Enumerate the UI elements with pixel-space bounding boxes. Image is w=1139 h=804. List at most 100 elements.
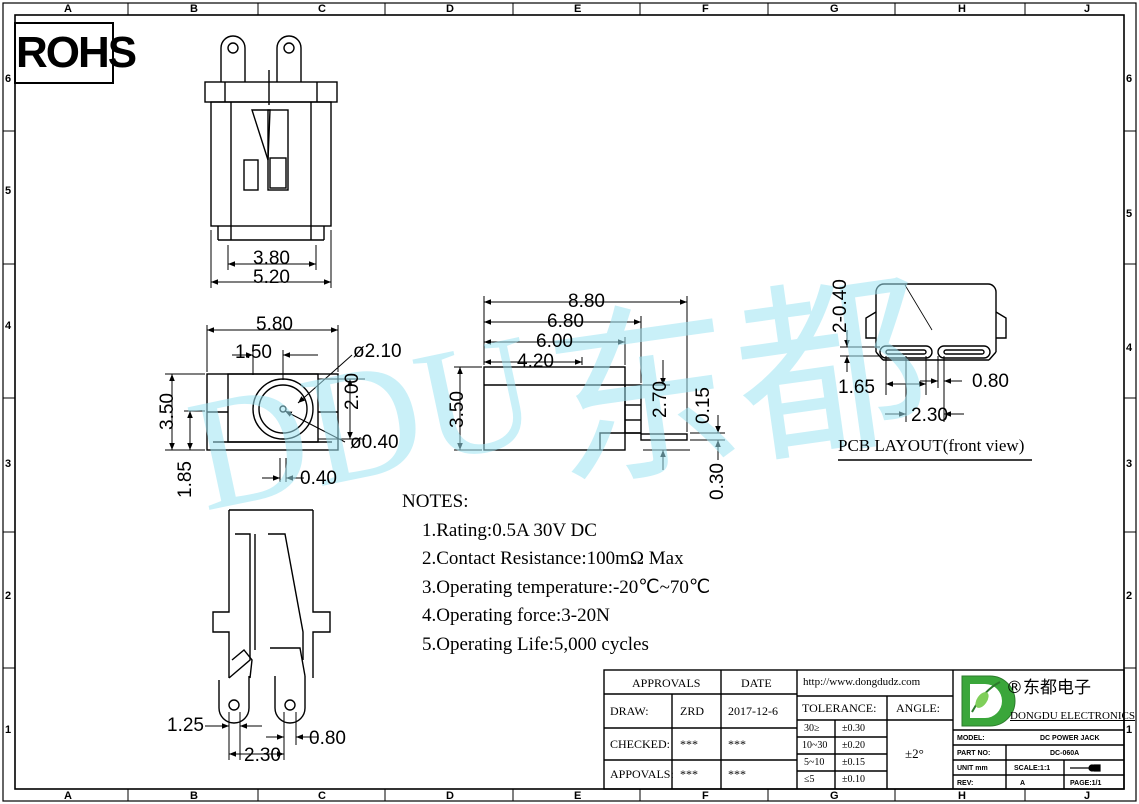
zone-col-h-bottom: H (958, 790, 966, 802)
dim-top-5-20: 5.20 (253, 267, 290, 288)
company-name-cn: ®东都电子 (1006, 678, 1091, 698)
dim-side-6-80: 6.80 (547, 311, 584, 332)
notes-title: NOTES: (402, 491, 469, 512)
zone-col-d: D (446, 3, 454, 15)
dim-top-3-80: 3.80 (253, 248, 290, 269)
row-draw-label: DRAW: (610, 704, 649, 718)
row-checked-name: *** (680, 737, 698, 751)
row-draw-name: ZRD (680, 704, 704, 718)
zone-col-b-bottom: B (190, 790, 198, 802)
dim-front-dia-0-40: ø0.40 (350, 432, 399, 453)
zone-col-j: J (1084, 3, 1091, 15)
tol-range-4: ≤5 (804, 774, 815, 785)
zone-row-2-right: 2 (1126, 590, 1133, 602)
zone-row-5-right: 5 (1126, 208, 1133, 220)
pcb-layout-caption: PCB LAYOUT(front view) (838, 436, 1025, 455)
dim-side-0-15: 0.15 (693, 387, 714, 424)
tol-value-4: ±0.10 (842, 774, 865, 785)
note-item: 2.Contact Resistance:100mΩ Max (422, 548, 684, 569)
zone-col-g-bottom: G (830, 790, 839, 802)
rev-value: A (1020, 780, 1026, 787)
note-item: 3.Operating temperature:-20℃~70℃ (422, 576, 711, 598)
dim-side-6-00: 6.00 (536, 331, 573, 352)
dim-pcb-0-80: 0.80 (972, 371, 1009, 392)
zone-col-c-bottom: C (318, 790, 326, 802)
row-appovals-name: *** (680, 767, 698, 781)
zone-row-4: 4 (5, 320, 12, 332)
approvals-header: APPROVALS (632, 676, 701, 690)
website-text: http://www.dongdudz.com (803, 676, 921, 688)
zone-col-h: H (958, 3, 966, 15)
tol-value-2: ±0.20 (842, 740, 865, 751)
side-view-outline (483, 366, 688, 451)
title-block-lines (603, 669, 1125, 790)
zone-row-4-right: 4 (1126, 342, 1133, 354)
dim-side-8-80: 8.80 (568, 291, 605, 312)
note-item: 5.Operating Life:5,000 cycles (422, 633, 649, 655)
watermark-cjk: 东都 (534, 256, 941, 518)
dim-side-0-30: 0.30 (707, 463, 728, 500)
zone-col-a-bottom: A (64, 790, 72, 802)
zone-row-3: 3 (5, 458, 12, 470)
zone-col-b: B (190, 3, 198, 15)
company-name-en: DONGDU ELECTRONICS (1010, 710, 1135, 722)
notes-block: NOTES: 1.Rating:0.5A 30V DC 2.Contact Re… (402, 488, 710, 659)
row-draw-date: 2017-12-6 (728, 704, 778, 718)
zone-row-1: 1 (5, 724, 12, 736)
dim-front-dia-2-10: ø2.10 (353, 341, 402, 362)
zone-row-6-right: 6 (1126, 73, 1133, 85)
row-checked-label: CHECKED: (610, 737, 670, 751)
scale-label: SCALE:1:1 (1014, 765, 1051, 772)
dim-front-1-50: 1.50 (235, 342, 272, 363)
zone-col-f: F (702, 3, 709, 15)
row-appovals-label: APPOVALS: (610, 767, 674, 781)
dim-side-4-20: 4.20 (517, 351, 554, 372)
zone-row-6: 6 (5, 73, 12, 85)
angle-value: ±2° (905, 746, 924, 761)
tol-range-1: 30≥ (804, 723, 820, 734)
dim-pcb-2-0-40: 2-0.40 (830, 279, 851, 333)
dim-front-0-40: 0.40 (300, 468, 337, 489)
rohs-badge: ROHS (14, 22, 137, 84)
dim-bottom-2-30: 2.30 (244, 745, 281, 766)
note-item: 1.Rating:0.5A 30V DC (422, 519, 597, 541)
tol-value-1: ±0.30 (842, 723, 865, 734)
zone-col-f-bottom: F (702, 790, 709, 802)
tol-value-3: ±0.15 (842, 757, 865, 768)
zone-row-1-right: 1 (1126, 724, 1133, 736)
dim-front-3-50: 3.50 (157, 393, 178, 430)
zone-col-e: E (574, 3, 582, 15)
zone-row-2: 2 (5, 590, 12, 602)
dim-bottom-0-80: 0.80 (309, 728, 346, 749)
front-view-outline (206, 373, 339, 451)
part-label: PART NO: (957, 750, 991, 757)
zone-col-a: A (64, 3, 72, 15)
dim-front-1-85: 1.85 (175, 461, 196, 498)
note-item: 4.Operating force:3-20N (422, 605, 610, 626)
tol-range-3: 5~10 (804, 757, 825, 768)
part-symbol-icon (1070, 764, 1101, 772)
dim-pcb-2-30: 2.30 (911, 405, 948, 426)
row-appovals-date: *** (728, 767, 746, 781)
zone-row-5: 5 (5, 185, 12, 197)
top-view-outline (204, 35, 338, 241)
dim-front-2-00: 2.00 (342, 373, 363, 410)
row-checked-date: *** (728, 737, 746, 751)
zone-col-j-bottom: J (1084, 790, 1091, 802)
zone-col-g: G (830, 3, 839, 15)
zone-row-3-right: 3 (1126, 458, 1133, 470)
rev-label: REV: (957, 780, 974, 787)
zone-col-c: C (318, 3, 326, 15)
dim-side-2-70: 2.70 (650, 381, 671, 418)
angle-header: ANGLE: (896, 701, 940, 715)
unit-label: UNIT mm (957, 765, 988, 772)
model-value: DC POWER JACK (1040, 735, 1100, 742)
part-value: DC-060A (1050, 750, 1080, 757)
date-header: DATE (741, 676, 772, 690)
bottom-view-outline (212, 509, 331, 724)
dim-side-3-50: 3.50 (447, 391, 468, 428)
model-label: MODEL: (957, 735, 985, 742)
dim-bottom-1-25: 1.25 (167, 715, 204, 736)
